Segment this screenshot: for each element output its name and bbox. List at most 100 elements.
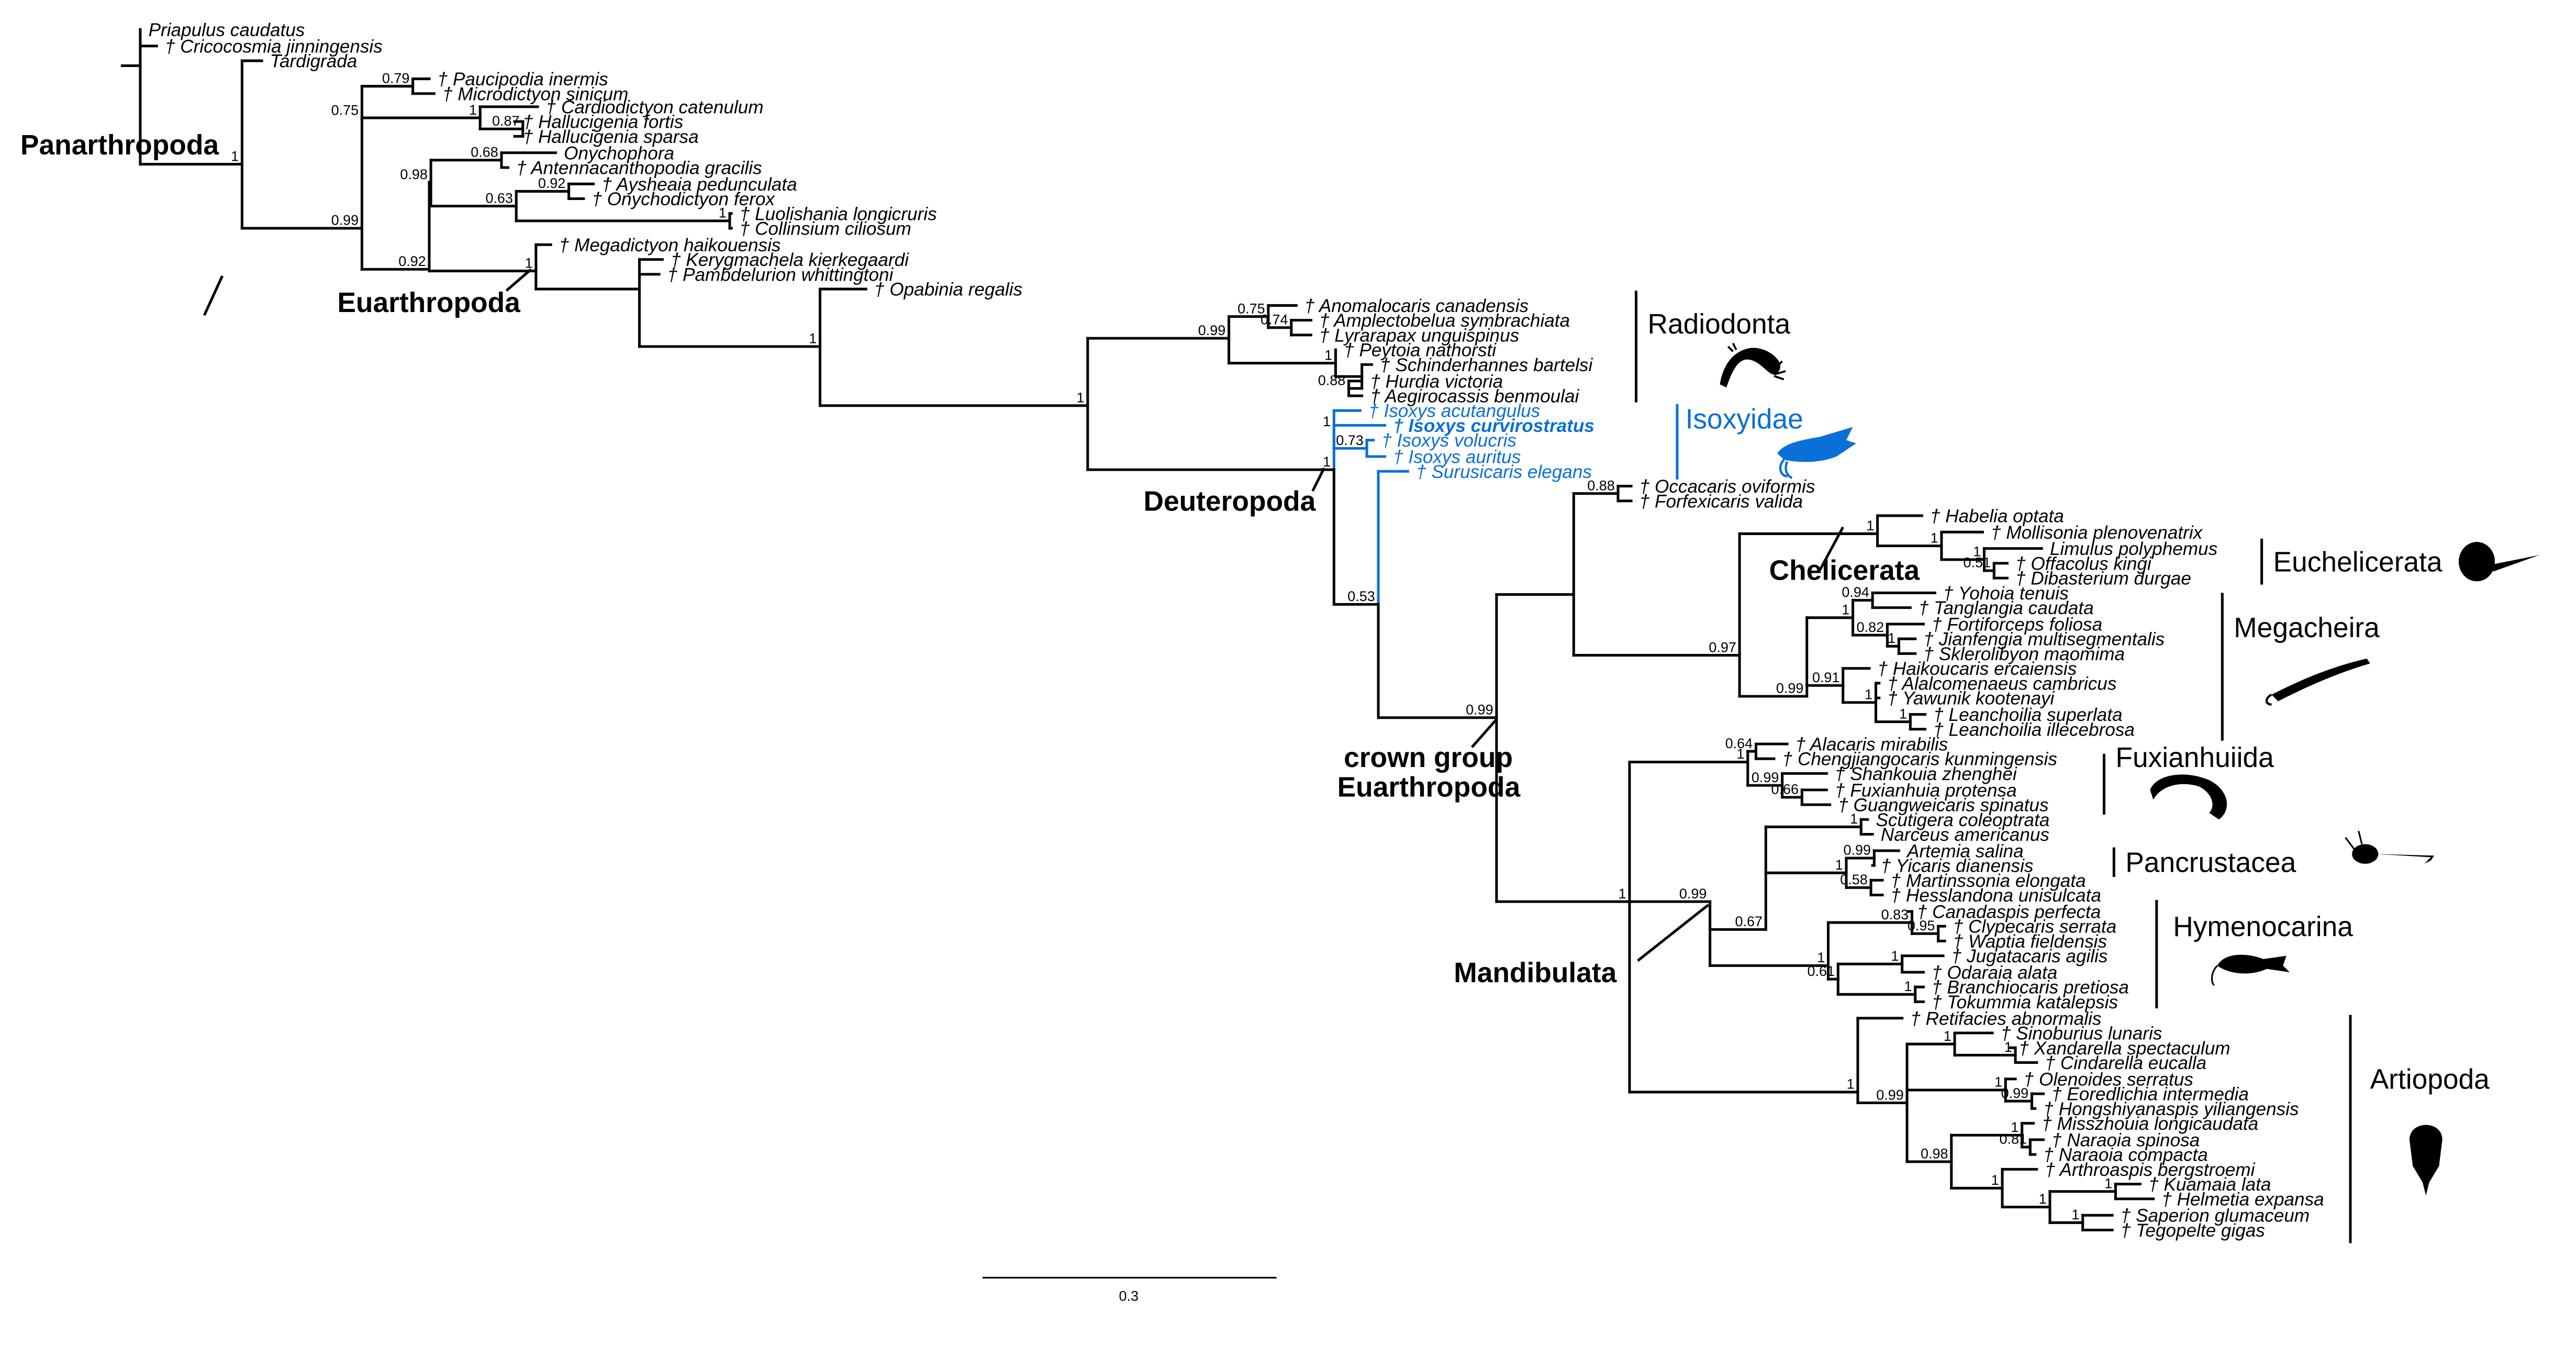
tip-label: † Leanchoilia illecebrosa — [1933, 719, 2135, 740]
tip-label: † Isoxys acutangulus — [1368, 401, 1540, 421]
support-n_hymen: 1 — [1817, 950, 1825, 965]
support-n_kuam: 1 — [2104, 1175, 2112, 1191]
tip-label: † Hongshiyanaspis yiliangensis — [2043, 1099, 2299, 1119]
tip-label: † Haikoucaris ercaiensis — [1878, 659, 2077, 679]
pancrustacea-label: Pancrustacea — [2125, 848, 2296, 879]
support-n_mand: 1 — [1619, 886, 1626, 902]
support-n_jian: 1 — [1888, 630, 1895, 646]
tip-label: † Anomalocaris canadensis — [1304, 296, 1529, 316]
isoxys-silhouette-icon — [1777, 427, 1856, 479]
support-n_chel_grp: 0.97 — [1709, 639, 1736, 655]
clade-label-deuteropoda: Deuteropoda — [1143, 467, 1325, 517]
tip-label: † Habelia optata — [1930, 506, 2064, 526]
tip-label: † Microdictyon sinicum — [442, 84, 628, 104]
tip-label: † Yohoia tenuis — [1943, 583, 2069, 604]
tip-label: Artemia salina — [1906, 841, 2024, 861]
support-n_clyp: 0.95 — [1908, 918, 1935, 933]
support-n_sinob: 1 — [1944, 1028, 1951, 1044]
tip-label: † Isoxys auritus — [1393, 447, 1521, 468]
support-n_chel: 1 — [1866, 518, 1874, 533]
support-n_euarth: 1 — [525, 255, 533, 271]
tip-label: † Mollisonia plenovenatrix — [1991, 523, 2203, 543]
tip-label: † Tokummia katalepsis — [1932, 992, 2118, 1013]
tip-label: † Fuxianhuia protensa — [1835, 780, 2017, 801]
support-n_peyt: 1 — [1324, 347, 1332, 363]
isoxyidae-label: Isoxyidae — [1686, 404, 1803, 435]
tip-label: † Guangweicaris spinatus — [1838, 795, 2048, 816]
tip-label: † Leanchoilia superlata — [1933, 705, 2122, 725]
support-n_artio_in: 0.99 — [1876, 1087, 1904, 1103]
support-n_yoho_grp: 1 — [1842, 602, 1849, 618]
support-n_limu: 1 — [1973, 544, 1981, 560]
tip-label: Tardigrada — [270, 51, 358, 72]
crown-group-label-line2: Euarthropoda — [1337, 772, 1521, 803]
tip-label: † Misszhouia longicaudata — [2042, 1114, 2258, 1134]
support-n_gilled: 1 — [809, 331, 817, 347]
support-n_onych: 0.68 — [471, 144, 498, 160]
clade-label-crown-group: crown group Euarthropoda — [1337, 718, 1521, 803]
support-n_panarth_in: 0.99 — [331, 213, 359, 228]
tip-label: † Olenoides serratus — [2024, 1069, 2193, 1090]
support-n_anom: 0.75 — [1237, 301, 1265, 316]
group-pancrustacea: Pancrustacea — [2112, 830, 2434, 879]
support-n_juga: 1 — [1891, 948, 1899, 964]
tip-label: † Alalcomenaeus cambricus — [1887, 673, 2116, 694]
support-n_mart: 0.58 — [1840, 872, 1868, 887]
support-n_aysh: 0.92 — [538, 175, 566, 191]
support-n_fort: 0.82 — [1857, 619, 1884, 635]
tip-label: † Hurdia victoria — [1370, 371, 1503, 392]
support-n_nara: 0.81 — [2000, 1131, 2027, 1147]
panarthropoda-label: Panarthropoda — [20, 130, 219, 161]
support-n_radio: 0.99 — [1198, 323, 1226, 338]
tip-label: † Opabinia regalis — [874, 280, 1022, 300]
support-n_amplect: 0.74 — [1261, 312, 1288, 328]
support-n_fux_a: 0.64 — [1725, 736, 1753, 751]
support-n_artio: 1 — [1847, 1076, 1855, 1092]
tip-label: † Sinoburius lunaris — [2001, 1024, 2162, 1044]
group-megacheira: Megacheira — [2221, 593, 2380, 741]
tip-label: † Naraoia spinosa — [2051, 1130, 2200, 1150]
support-n_kuam_grp: 1 — [2039, 1191, 2047, 1207]
fuxianhuiida-label: Fuxianhuiida — [2115, 742, 2274, 773]
support-n_xand: 1 — [2004, 1039, 2012, 1055]
support-n_fuxia: 0.66 — [1771, 782, 1799, 797]
support-n_luol: 1 — [719, 205, 727, 221]
euchelicerata-label: Euchelicerata — [2273, 547, 2443, 578]
euarthropoda-label: Euarthropoda — [337, 287, 520, 318]
support-n_mega: 0.99 — [1776, 681, 1804, 696]
support-n_canad: 0.83 — [1881, 907, 1909, 922]
tip-label: † Clypecaris serrata — [1953, 917, 2116, 937]
tip-label: † Saperion glumaceum — [2121, 1206, 2310, 1226]
support-n_shank: 0.99 — [1752, 770, 1779, 785]
support-n_crust: 1 — [1835, 857, 1843, 873]
tip-label: † Cindarella eucalla — [2045, 1053, 2207, 1073]
support-n_haik: 0.91 — [1812, 670, 1840, 685]
horseshoe-crab-silhouette-icon — [2459, 542, 2539, 582]
trilobite-like-silhouette-icon — [2409, 1125, 2443, 1196]
support-n_saper: 1 — [2071, 1207, 2079, 1222]
clade-label-chelicerata: Chelicerata — [1769, 526, 1920, 586]
tip-label: Narceus americanus — [1881, 825, 2049, 845]
scale-bar: 0.3 — [983, 1276, 1277, 1304]
tip-label: † Pambdelurion whittingtoni — [667, 264, 894, 285]
support-n_eored: 0.99 — [2001, 1085, 2029, 1101]
tip-label: † Jugatacaris agilis — [1951, 946, 2108, 966]
tip-label: † Kerygmachela kierkegaardi — [671, 250, 909, 270]
support-n_isox: 1 — [1323, 414, 1331, 429]
branchiopod-silhouette-icon — [2345, 830, 2434, 864]
support-n_crown: 0.99 — [1466, 702, 1493, 717]
tip-labels: Priapulus caudatus† Cricocosmia jinninge… — [149, 20, 2324, 1241]
support-n_arach: 1 — [1931, 530, 1938, 546]
tip-label: † Collinsium ciliosum — [740, 219, 911, 239]
group-hymenocarina: Hymenocarina — [2155, 899, 2353, 1008]
tip-label: † Yicaris dianensis — [1881, 856, 2034, 876]
support-n_odar_grp: 0.61 — [1808, 963, 1835, 979]
support-n_missz: 1 — [2011, 1119, 2019, 1135]
support-n_fux: 1 — [1737, 746, 1745, 762]
clade-label-panarthropoda: Panarthropoda — [20, 130, 224, 316]
tip-label: † Luolishania longicruris — [740, 204, 937, 224]
tip-label: † Tegopelte gigas — [2121, 1220, 2265, 1241]
tip-label: † Martinssonia elongata — [1891, 871, 2086, 891]
tip-label: † Branchiocaris pretiosa — [1932, 977, 2129, 998]
